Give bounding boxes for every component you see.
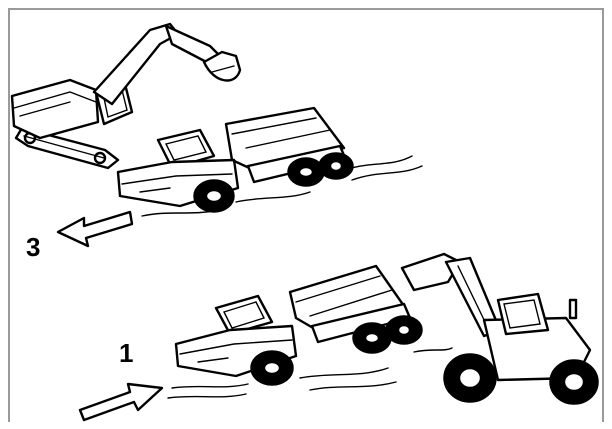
arrow-left-icon xyxy=(58,212,132,246)
arrow-right-icon xyxy=(80,384,162,420)
step-number-1: 1 xyxy=(119,338,133,369)
dump-truck-top xyxy=(118,108,353,212)
step-number-3: 3 xyxy=(26,232,40,263)
dump-truck-bottom xyxy=(176,266,422,385)
wheel-loader xyxy=(402,254,598,404)
